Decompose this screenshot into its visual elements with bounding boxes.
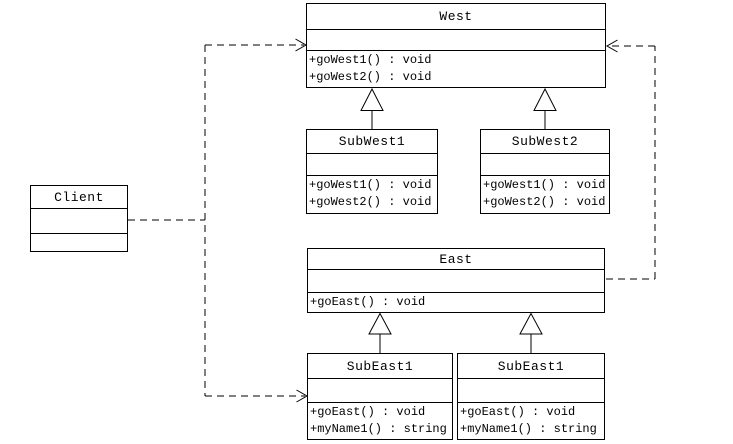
class-name: SubWest2 bbox=[481, 130, 609, 154]
class-box-client: Client bbox=[30, 185, 128, 252]
class-box-subwest2: SubWest2 +goWest1() : void +goWest2() : v… bbox=[480, 129, 610, 214]
method-item: +goEast() : void bbox=[460, 405, 576, 419]
methods-compartment bbox=[31, 234, 127, 251]
class-box-subwest1: SubWest1 +goWest1() : void +goWest2() : v… bbox=[306, 129, 438, 214]
class-name: East bbox=[308, 249, 604, 270]
method-item: +myName1() : string bbox=[310, 422, 447, 436]
class-box-east: East +goEast() : void bbox=[307, 248, 605, 313]
open-arrowhead-icon bbox=[605, 39, 618, 53]
dependency-east-west bbox=[605, 39, 656, 280]
class-name: SubEast1 bbox=[458, 354, 604, 379]
hollow-triangle-icon bbox=[519, 312, 543, 335]
method-item: +goEast() : void bbox=[310, 405, 426, 419]
hollow-triangle-icon bbox=[368, 312, 392, 335]
methods-compartment: +goWest1() : void +goWest2() : void bbox=[307, 176, 437, 213]
dependency-client-west bbox=[205, 38, 308, 52]
class-name: SubEast1 bbox=[308, 354, 452, 379]
method-item: +goWest2() : void bbox=[483, 195, 606, 209]
method-item: +goWest2() : void bbox=[309, 195, 432, 209]
attributes-compartment bbox=[31, 209, 127, 234]
methods-compartment: +goEast() : void +myName1() : string bbox=[458, 403, 604, 439]
method-item: +goWest1() : void bbox=[309, 178, 432, 192]
class-box-subeast1: SubEast1 +goEast() : void +myName1() : st… bbox=[307, 353, 453, 440]
attributes-compartment bbox=[307, 154, 437, 176]
methods-compartment: +goWest1() : void +goWest2() : void bbox=[307, 51, 605, 87]
method-item: +goWest1() : void bbox=[309, 53, 432, 67]
generalization-subwest1-west bbox=[360, 87, 384, 129]
methods-compartment: +goWest1() : void +goWest2() : void bbox=[481, 176, 609, 213]
method-item: +myName1() : string bbox=[460, 422, 597, 436]
generalization-subeast2-east bbox=[519, 312, 543, 353]
attributes-compartment bbox=[458, 379, 604, 403]
class-name: Client bbox=[31, 186, 127, 209]
method-item: +goEast() : void bbox=[310, 295, 426, 309]
dependency-client-trunk bbox=[128, 45, 206, 396]
hollow-triangle-icon bbox=[533, 87, 557, 111]
attributes-compartment bbox=[307, 30, 605, 51]
attributes-compartment bbox=[308, 270, 604, 293]
attributes-compartment bbox=[481, 154, 609, 176]
dependency-client-subeast1 bbox=[205, 389, 309, 403]
open-arrowhead-icon bbox=[295, 38, 308, 52]
generalization-subwest2-west bbox=[533, 87, 557, 129]
class-name: West bbox=[307, 4, 605, 30]
attributes-compartment bbox=[308, 379, 452, 403]
method-item: +goWest2() : void bbox=[309, 70, 432, 84]
hollow-triangle-icon bbox=[360, 87, 384, 111]
class-box-west: West +goWest1() : void +goWest2() : void bbox=[306, 3, 606, 88]
class-box-subeast1-right: SubEast1 +goEast() : void +myName1() : st… bbox=[457, 353, 605, 440]
method-item: +goWest1() : void bbox=[483, 178, 606, 192]
methods-compartment: +goEast() : void bbox=[308, 293, 604, 312]
generalization-subeast1-east bbox=[368, 312, 392, 353]
class-name: SubWest1 bbox=[307, 130, 437, 154]
methods-compartment: +goEast() : void +myName1() : string bbox=[308, 403, 452, 439]
